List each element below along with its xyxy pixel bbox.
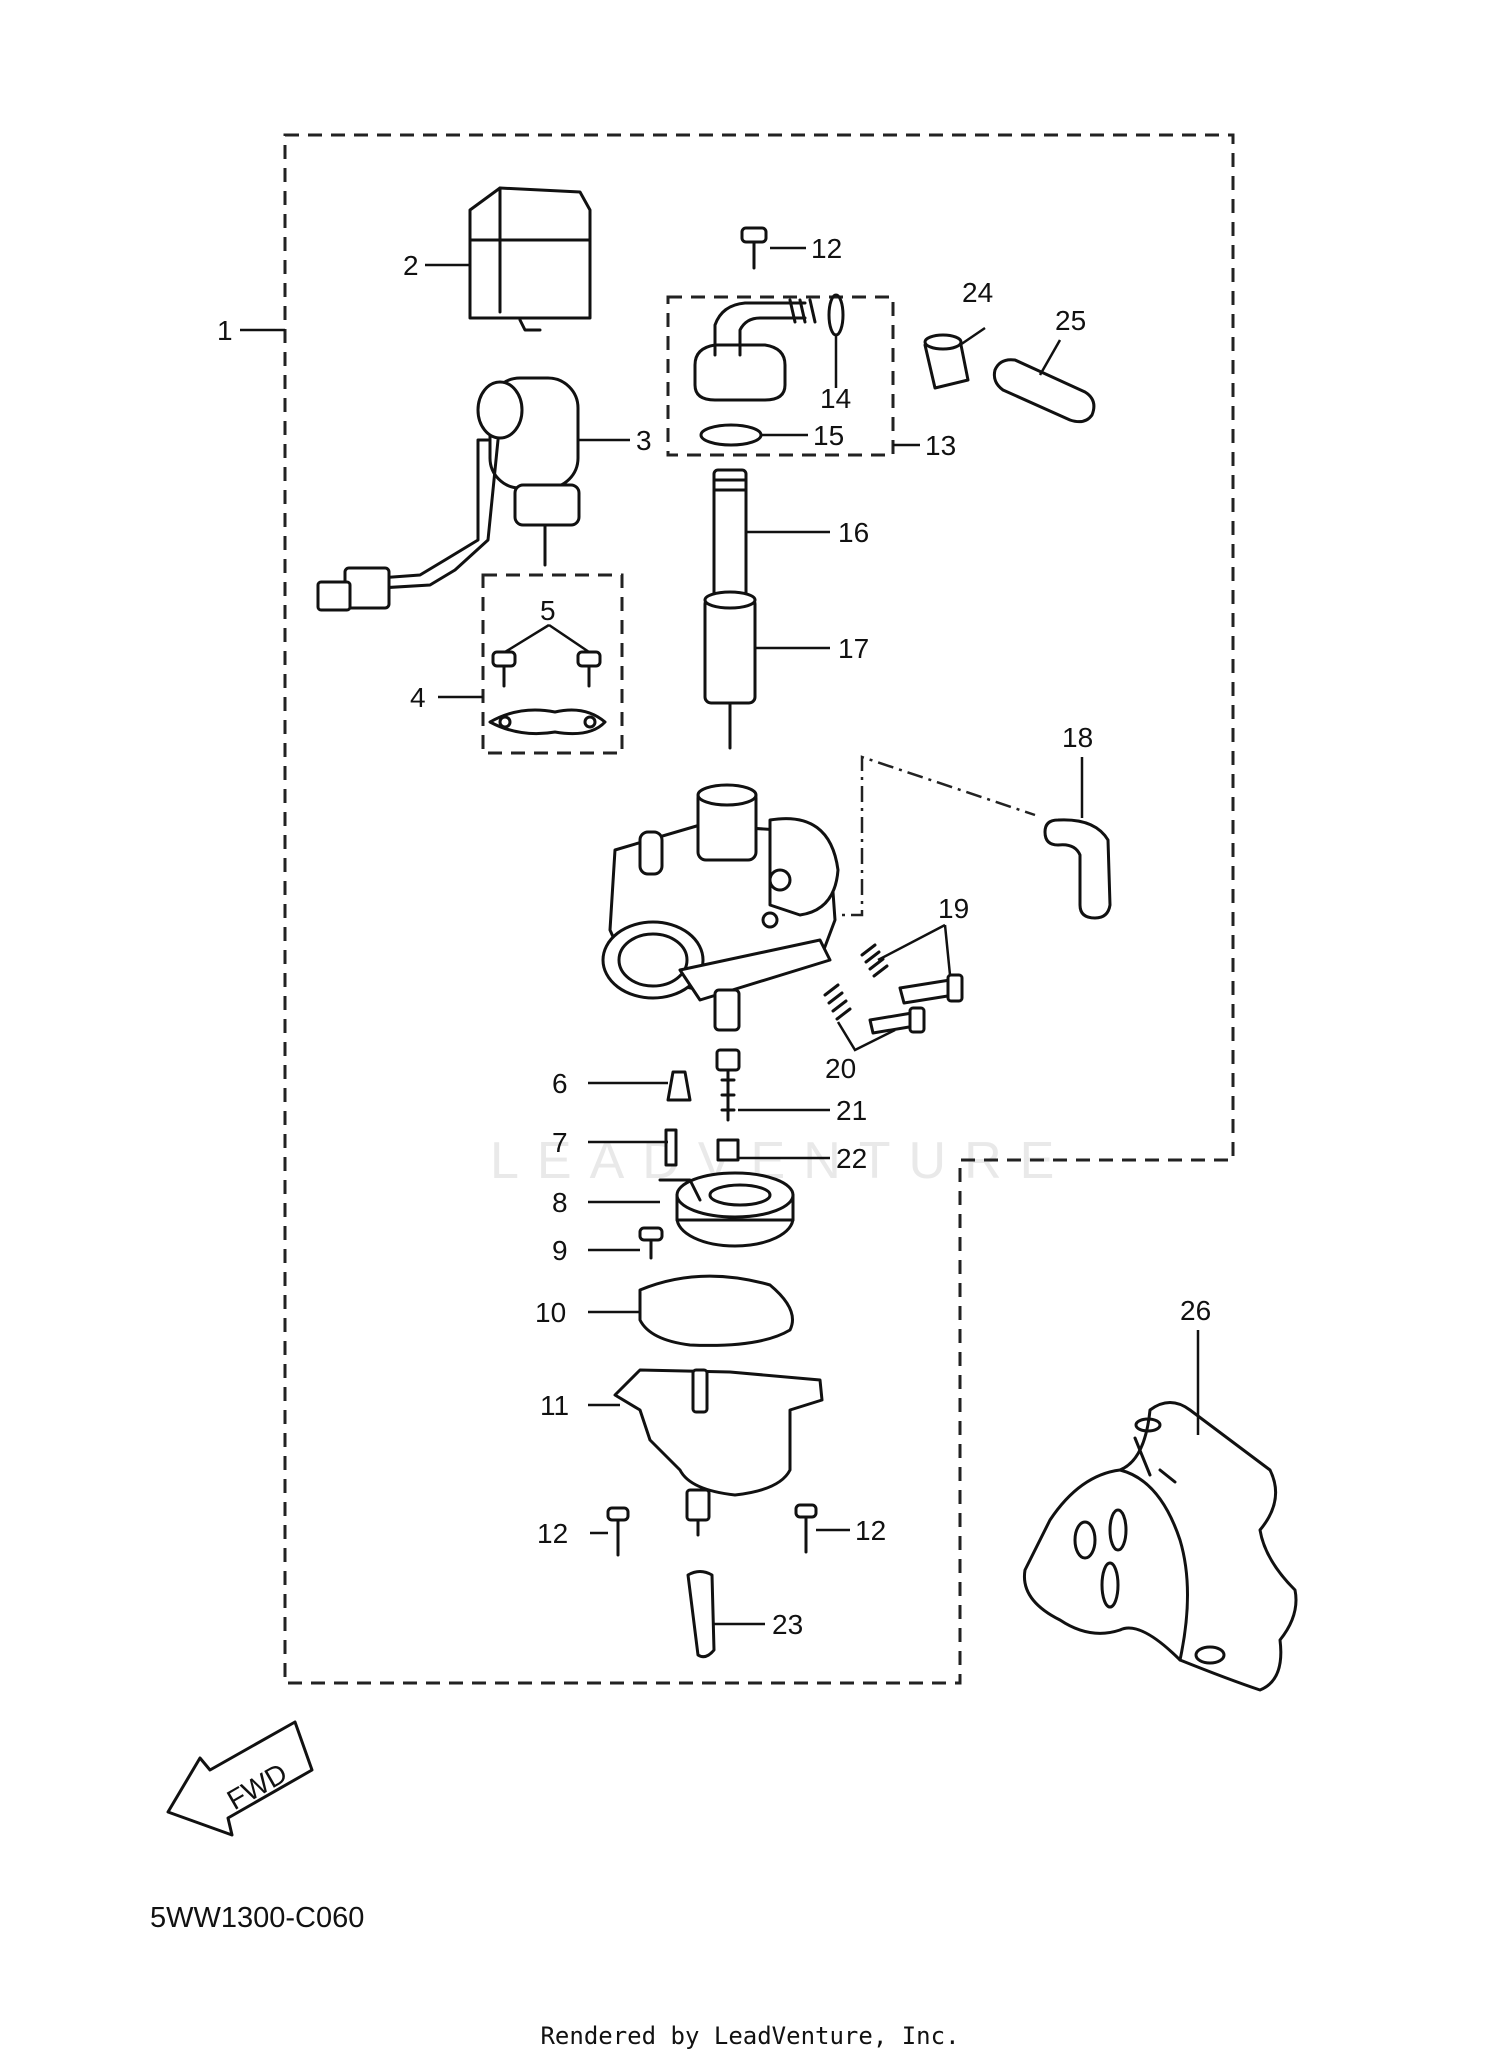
assembly-outline bbox=[283, 133, 1235, 1685]
callout-12-right: 12 bbox=[855, 1515, 886, 1546]
part-10-gasket bbox=[638, 1274, 794, 1347]
leader-lines bbox=[240, 246, 1200, 1626]
callout-9: 9 bbox=[552, 1235, 568, 1266]
part-2-cover bbox=[468, 186, 592, 332]
callout-14: 14 bbox=[820, 383, 851, 414]
part-22-main-jet bbox=[716, 1138, 740, 1162]
callout-4: 4 bbox=[410, 682, 426, 713]
part-5-screws bbox=[491, 650, 602, 688]
callout-16: 16 bbox=[838, 517, 869, 548]
callout-13: 13 bbox=[925, 430, 956, 461]
part-19-spring-screw bbox=[860, 943, 964, 1005]
callout-25: 25 bbox=[1055, 305, 1086, 336]
carburetor-body bbox=[601, 783, 840, 1032]
callout-22: 22 bbox=[836, 1143, 867, 1174]
callout-17: 17 bbox=[838, 633, 869, 664]
callout-11: 11 bbox=[540, 1390, 569, 1421]
part-3-starter bbox=[316, 376, 581, 612]
callout-24: 24 bbox=[962, 277, 993, 308]
callout-23: 23 bbox=[772, 1609, 803, 1640]
callout-12-top: 12 bbox=[811, 233, 842, 264]
part-17-throttle-valve bbox=[703, 590, 757, 750]
part-8-float bbox=[658, 1171, 795, 1248]
callout-15: 15 bbox=[813, 420, 844, 451]
part-12-screw-left bbox=[606, 1506, 630, 1557]
callout-19: 19 bbox=[938, 893, 969, 924]
part-16-needle-holder bbox=[712, 468, 748, 612]
part-7-needle bbox=[664, 1128, 678, 1167]
callout-8: 8 bbox=[552, 1187, 568, 1218]
part-9-screw bbox=[638, 1226, 664, 1260]
callout-1: 1 bbox=[217, 315, 233, 346]
part-18-hose bbox=[1043, 818, 1112, 920]
subassembly-13-outline bbox=[666, 295, 895, 457]
render-credit: Rendered by LeadVenture, Inc. bbox=[540, 2022, 960, 2050]
part-14-clip bbox=[827, 293, 845, 337]
subassembly-4-outline bbox=[481, 573, 624, 755]
fwd-direction-arrow: FWD bbox=[166, 1720, 314, 1837]
callout-3: 3 bbox=[636, 425, 652, 456]
part-4-plate bbox=[488, 708, 607, 736]
callout-5: 5 bbox=[540, 595, 556, 626]
part-20-spring-screw bbox=[823, 983, 926, 1035]
callout-21: 21 bbox=[836, 1095, 867, 1126]
part-6-valve-seat bbox=[666, 1070, 692, 1102]
callout-26: 26 bbox=[1180, 1295, 1211, 1326]
part-11-float-chamber bbox=[613, 1368, 824, 1537]
part-13-elbow-cap bbox=[693, 298, 817, 402]
part-23-drain-hose bbox=[686, 1570, 716, 1659]
callout-12-left: 12 bbox=[537, 1518, 568, 1549]
part-26-insulator bbox=[1022, 1401, 1298, 1692]
part-25-hose bbox=[992, 358, 1096, 424]
callout-20: 20 bbox=[825, 1053, 856, 1084]
part-15-o-ring bbox=[699, 423, 763, 447]
part-21-main-nozzle bbox=[715, 1048, 741, 1122]
hose-routing-line bbox=[820, 755, 1036, 917]
callout-18: 18 bbox=[1062, 722, 1093, 753]
part-12-screw-top bbox=[740, 226, 768, 270]
callout-6: 6 bbox=[552, 1068, 568, 1099]
callout-2: 2 bbox=[403, 250, 419, 281]
part-12-screw-right bbox=[794, 1503, 818, 1554]
callout-7: 7 bbox=[552, 1127, 568, 1158]
callout-10: 10 bbox=[535, 1297, 566, 1328]
diagram-code: 5WW1300-C060 bbox=[150, 1902, 365, 1934]
part-24-nut bbox=[923, 333, 970, 390]
